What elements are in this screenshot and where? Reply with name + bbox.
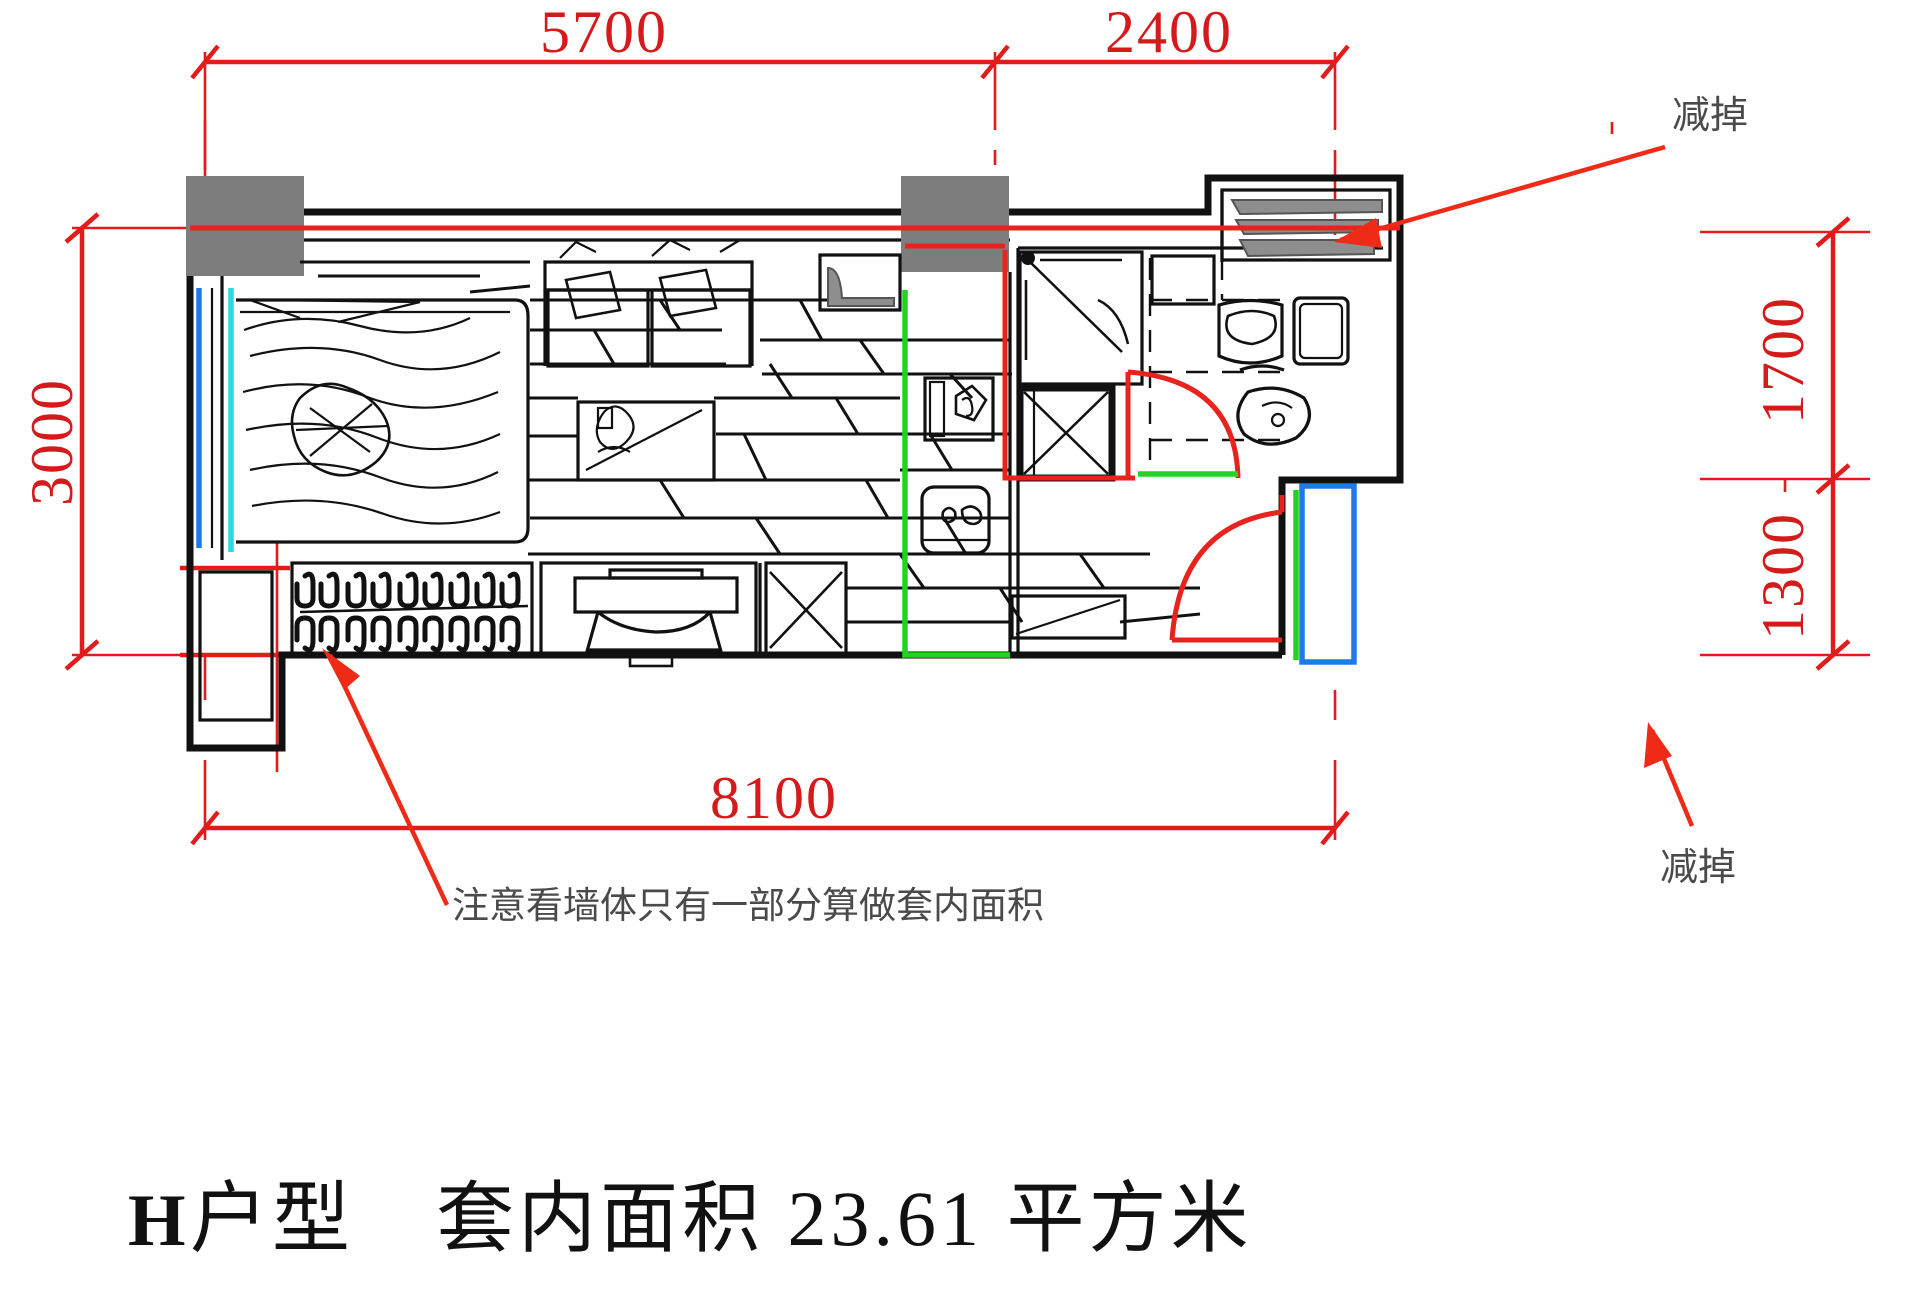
- dimension-top-right: 2400: [1105, 0, 1233, 65]
- step-detail-icon: [818, 253, 902, 312]
- bathtub-icon: [1292, 296, 1350, 366]
- entry-door-icon: [1169, 490, 1299, 660]
- deduct-label-top: 减掉: [1672, 93, 1748, 137]
- wall-note-label: 注意看墙体只有一部分算做套内面积: [452, 884, 1044, 927]
- column-mid: [901, 176, 1009, 272]
- unit-type-letter: H: [128, 1180, 186, 1262]
- deduct-label-bottom: 减掉: [1660, 845, 1736, 889]
- top-dimension-chain: [190, 44, 1350, 240]
- kitchen-area: [902, 272, 1012, 658]
- exterior-left-box: [198, 570, 274, 722]
- toilet-icon: [1217, 298, 1285, 372]
- dimension-top-left: 5700: [540, 0, 668, 65]
- shower-icon: [1018, 250, 1144, 386]
- appliance-box-icon: [758, 561, 848, 657]
- lower-cabinet-icon: [1010, 594, 1127, 640]
- dimension-bottom-total: 8100: [710, 765, 838, 831]
- page-title: 户型 套内面积 23.61 平方米: [190, 1175, 1253, 1262]
- basin-icon: [1236, 386, 1312, 446]
- wardrobe-hanger-icon: [290, 561, 534, 657]
- tv-console-icon: [576, 400, 716, 482]
- desk-chair-icon: [539, 561, 758, 668]
- washer-icon: [1016, 384, 1116, 482]
- left-glazing-marks: [196, 288, 234, 552]
- dimension-right-upper: 1700: [1750, 296, 1816, 424]
- dimension-left: 3000: [19, 378, 85, 506]
- bed-icon: [236, 298, 530, 544]
- bathroom-area: [1002, 246, 1383, 655]
- left-dimension-chain: [64, 212, 205, 671]
- bottom-dimension-chain: [190, 655, 1350, 846]
- stove-icon: [923, 376, 995, 442]
- dimension-right-lower: 1300: [1750, 512, 1816, 640]
- deduct-region-bottom: [1299, 483, 1357, 665]
- deduct-arrow-bottom: [1644, 722, 1695, 827]
- sofa-icon: [543, 238, 754, 368]
- deduct-arrow-top: [1334, 144, 1666, 248]
- sink-icon: [920, 485, 991, 555]
- right-dimension-chain: [1610, 122, 1870, 671]
- wall-note-arrow: [322, 648, 450, 906]
